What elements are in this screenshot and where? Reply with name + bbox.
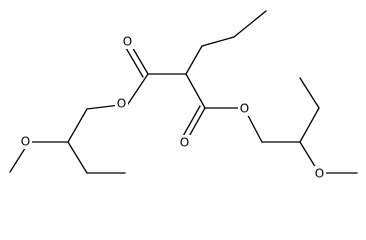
bond-right-carbonyl-double-a — [186, 107, 206, 141]
bond-left-carbonyl-double-b — [125, 47, 144, 78]
atom-o-carbonyl-top-label: O — [123, 35, 132, 49]
atom-o-ester-right-label: O — [240, 102, 249, 116]
bond-left-carbonyl-o — [127, 73, 149, 105]
bond-left-carbonyl-double-a — [130, 44, 149, 75]
bond-propyl-3 — [233, 10, 267, 38]
atom-o-ester-left-label: O — [117, 97, 126, 111]
atom-o-carbonyl-bottom: O — [178, 135, 191, 150]
bond-ch-to-right-carbonyl — [185, 73, 206, 109]
atom-o-ester-left: O — [115, 96, 128, 111]
atom-o-methoxy-right-label: O — [315, 167, 324, 181]
bond-propyl-2 — [201, 36, 235, 47]
atom-o-methoxy-left-label: O — [21, 135, 30, 149]
bond-right-ethyl-2 — [299, 77, 320, 109]
bond-right-ethyl-1 — [299, 107, 320, 143]
bond-propyl-1 — [185, 45, 203, 75]
bond-right-carbonyl-double-b — [181, 105, 201, 139]
atom-o-carbonyl-top: O — [121, 34, 134, 49]
atom-o-ester-right: O — [238, 101, 251, 116]
atom-o-methoxy-right: O — [313, 166, 326, 181]
atom-o-methoxy-left: O — [19, 134, 32, 149]
atom-labels: O O O O O O — [19, 34, 326, 181]
atom-o-carbonyl-bottom-label: O — [180, 136, 189, 150]
bond-left-ch2-ch — [67, 108, 88, 143]
bond-left-ethyl-1 — [67, 141, 88, 174]
skeletal-structure-diagram: O O O O O O — [9, 10, 358, 181]
